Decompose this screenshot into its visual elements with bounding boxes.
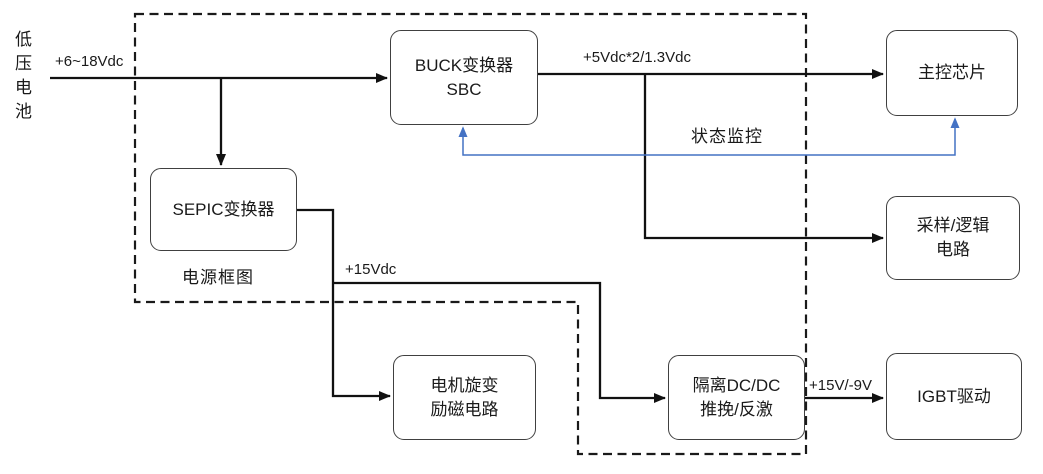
block-isolated-dcdc: 隔离DC/DC 推挽/反激	[668, 355, 805, 440]
block-sampling-line2: 电路	[936, 240, 970, 259]
block-buck-line1: BUCK变换器	[414, 55, 514, 75]
label-diagram-note: 电源框图	[182, 268, 254, 287]
block-motor-line2: 励磁电路	[430, 399, 499, 419]
battery-label: 低压电池	[12, 30, 31, 126]
label-sepic-output-voltage: +15Vdc	[345, 261, 397, 278]
block-buck-line2: SBC	[446, 79, 482, 99]
block-igbt-driver: IGBT驱动	[886, 353, 1022, 440]
block-sampling-logic: 采样/逻辑 电路	[886, 196, 1020, 280]
block-isolated-line2: 推挽/反激	[700, 399, 773, 419]
block-motor-resolver-excitation: 电机旋变 励磁电路	[393, 355, 536, 440]
block-mcu-label: 主控芯片	[918, 63, 986, 82]
block-motor-line1: 电机旋变	[430, 375, 499, 395]
block-buck-converter: BUCK变换器 SBC	[390, 30, 538, 125]
block-sampling-line1: 采样/逻辑	[916, 216, 990, 235]
block-main-control-chip: 主控芯片	[886, 30, 1018, 116]
power-section-dashed-outline	[133, 12, 808, 456]
block-igbt-label: IGBT驱动	[917, 386, 991, 406]
label-igbt-supply-voltage: +15V/-9V	[809, 377, 872, 394]
block-sepic-label: SEPIC变换器	[172, 199, 275, 219]
block-sepic-converter: SEPIC变换器	[150, 168, 297, 251]
wire-15v-to-isolated	[333, 281, 666, 403]
wire-sepic-to-motor	[297, 208, 391, 401]
wire-5v-to-sampling	[643, 74, 884, 243]
label-buck-output-voltage: +5Vdc*2/1.3Vdc	[583, 49, 691, 66]
block-isolated-line1: 隔离DC/DC	[692, 375, 781, 395]
label-status-monitor: 状态监控	[691, 127, 763, 146]
wire-status-monitor	[458, 117, 960, 156]
label-input-voltage: +6~18Vdc	[55, 53, 124, 70]
